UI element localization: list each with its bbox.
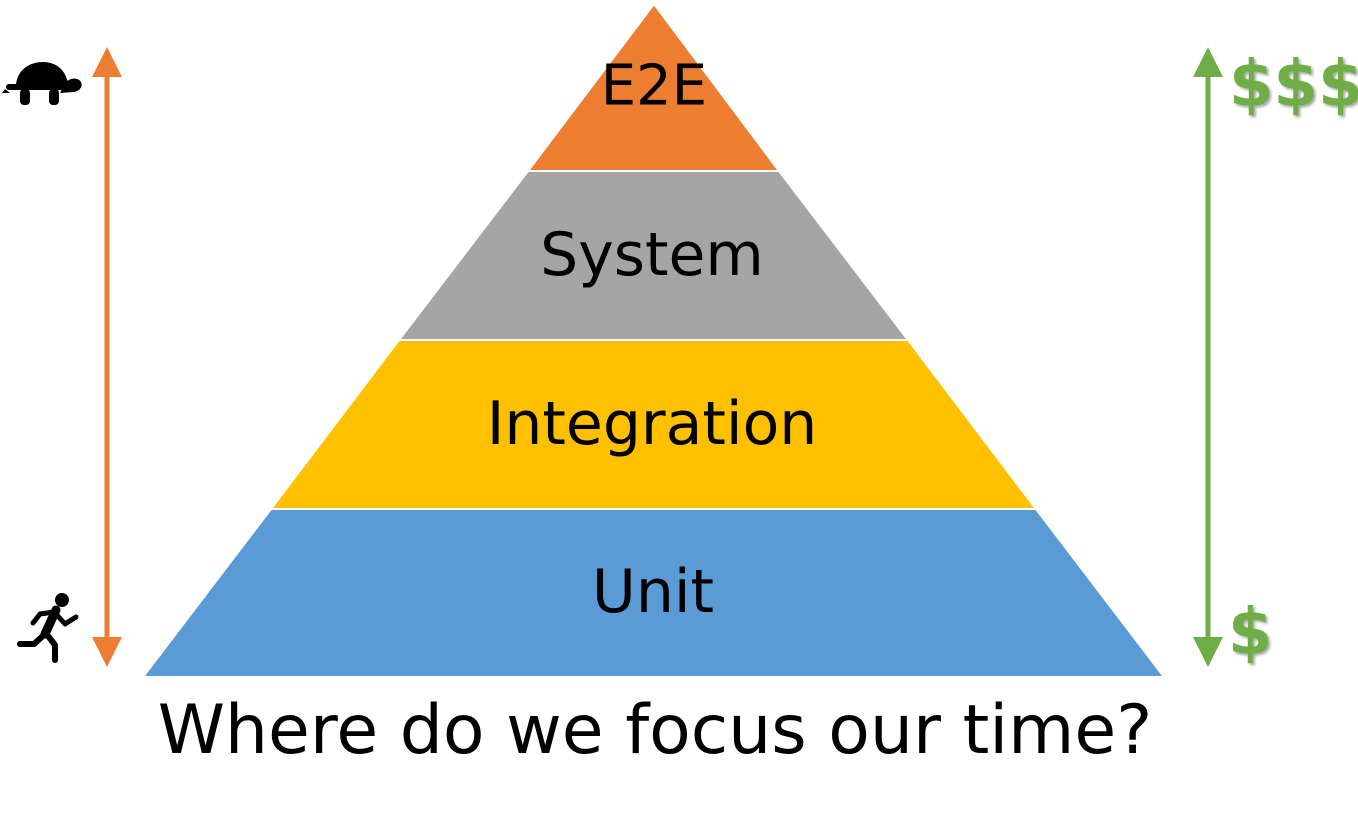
caption: Where do we focus our time? [157, 691, 1153, 770]
turtle-icon [2, 62, 82, 105]
cost-axis: $$$ $ [1193, 47, 1358, 670]
tier-unit-label: Unit [592, 557, 714, 627]
cost-axis-arrowhead-down [1193, 637, 1223, 667]
cost-axis-arrowhead-up [1193, 47, 1223, 77]
cost-high-label: $$$ [1229, 48, 1358, 122]
cost-low-label: $ [1228, 596, 1273, 670]
speed-axis-arrowhead-up [92, 47, 122, 77]
runner-icon [17, 593, 79, 663]
tier-system-label: System [540, 220, 764, 290]
tier-integration-label: Integration [487, 389, 818, 459]
tier-e2e-label: E2E [601, 54, 707, 119]
speed-axis [92, 47, 122, 667]
speed-axis-arrowhead-down [92, 637, 122, 667]
pyramid: E2E System Integration Unit [140, 2, 1167, 678]
tier-unit [140, 508, 1167, 678]
